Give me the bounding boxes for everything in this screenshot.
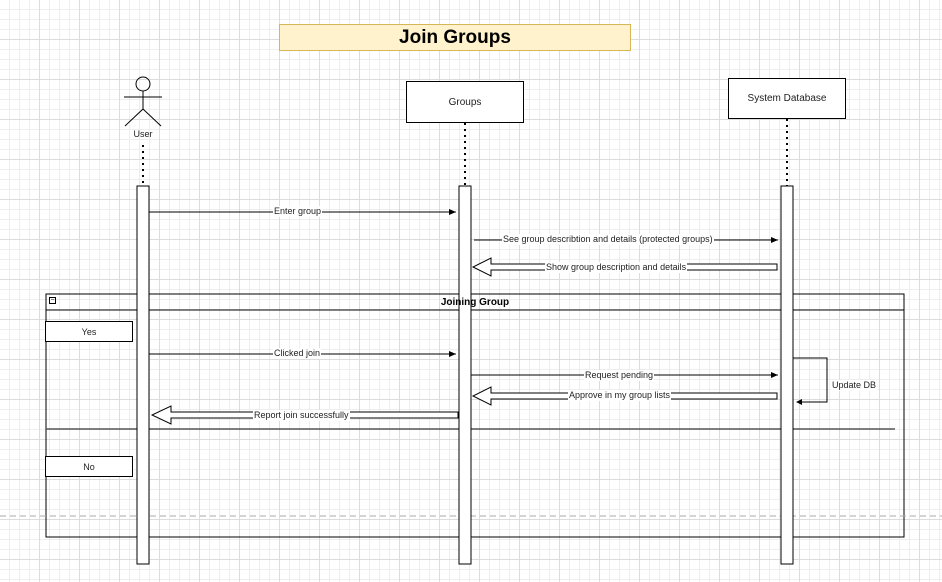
participant-system-database: System Database: [728, 78, 846, 119]
fragment-title: Joining Group: [440, 296, 510, 308]
diagram-title: Join Groups: [279, 24, 631, 51]
message-show-details-label: Show group description and details: [545, 262, 688, 273]
message-enter-group-label: Enter group: [273, 206, 323, 217]
message-update-db-self-arrow: [793, 357, 828, 403]
message-see-details-label: See group describtion and details (prote…: [502, 234, 714, 245]
actor-user-icon: [124, 76, 162, 127]
combined-fragment-frame: [45, 293, 905, 538]
message-update-db-label: Update DB: [831, 380, 878, 391]
collapse-icon[interactable]: −: [49, 297, 56, 304]
update-db-arrowhead: [796, 399, 802, 405]
message-approve-label: Approve in my group lists: [568, 390, 672, 401]
activation-bar-groups: [458, 185, 472, 565]
participant-groups: Groups: [406, 81, 524, 123]
message-request-pending-label: Request pending: [584, 370, 655, 381]
guard-no: No: [45, 456, 133, 477]
actor-user-label: User: [133, 129, 153, 139]
message-report-join-label: Report join successfully: [253, 410, 350, 421]
activation-bar-user: [136, 185, 150, 565]
guard-yes: Yes: [45, 321, 133, 342]
activation-bar-database: [780, 185, 794, 565]
message-clicked-join-label: Clicked join: [273, 348, 322, 359]
